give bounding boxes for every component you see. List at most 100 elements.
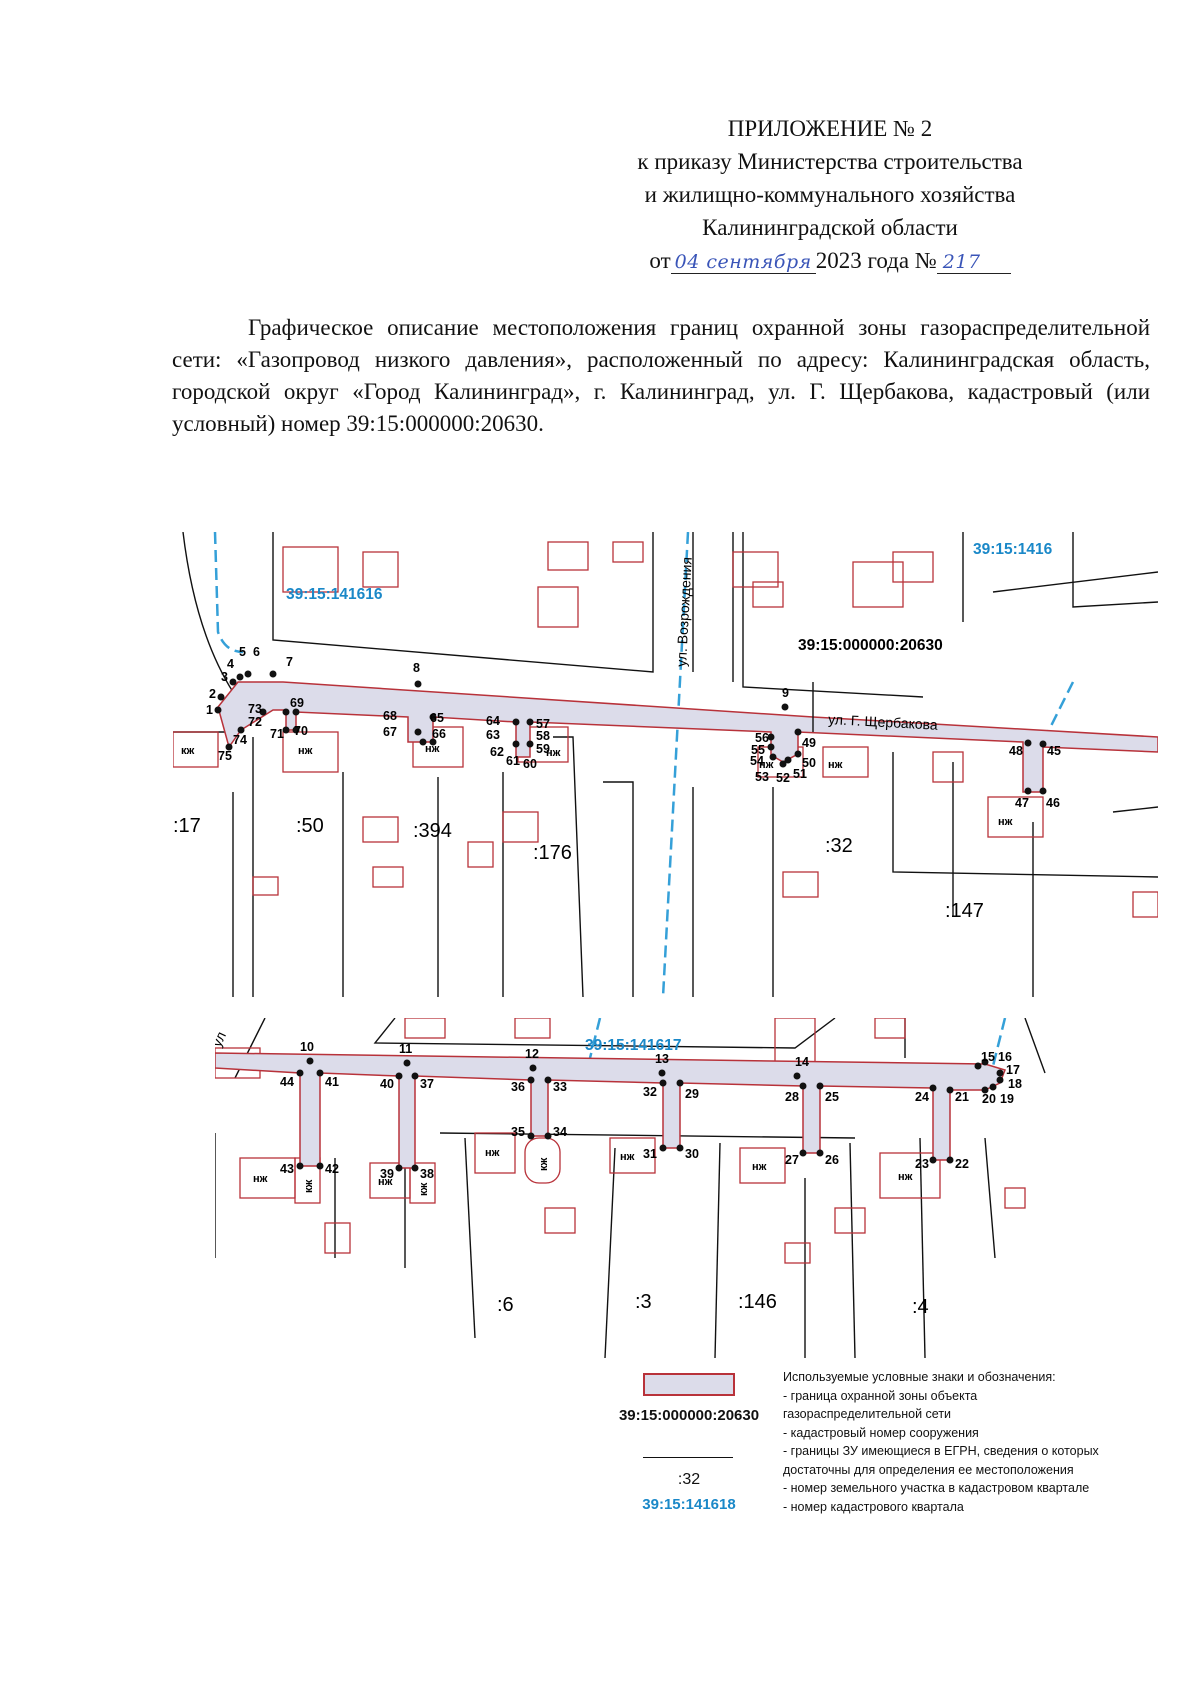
point-label-66: 66: [432, 727, 446, 741]
point-label-33: 33: [553, 1080, 567, 1094]
point-label-62: 62: [490, 745, 504, 759]
point-label-5: 5: [239, 645, 246, 659]
lot-label: :146: [738, 1291, 777, 1313]
document-header: ПРИЛОЖЕНИЕ № 2 к приказу Министерства ст…: [520, 112, 1140, 279]
year-text: 2023 года №: [815, 248, 937, 273]
building-label: кж: [303, 1179, 315, 1193]
point-label-73: 73: [248, 702, 262, 716]
point-label-32: 32: [643, 1085, 657, 1099]
legend-item: достаточны для определения ее местополож…: [783, 1462, 1074, 1477]
point-label-27: 27: [785, 1153, 799, 1167]
lot-label: :17: [173, 815, 201, 837]
quarter-label: 39:15:141616: [286, 586, 383, 603]
lot-label: :176: [533, 842, 572, 864]
point-label-10: 10: [300, 1040, 314, 1054]
point-label-34: 34: [553, 1125, 567, 1139]
point-labels-1: 1 2 3 4 5 6 7 8 9 45 46 47 48 49 50 51 5…: [206, 645, 1061, 810]
legend-cadastral-number-sample: 39:15:000000:20630: [618, 1407, 760, 1424]
street-label-vozrozhdeniya: ул. Возрождения: [673, 557, 695, 668]
point-label-68: 68: [383, 709, 397, 723]
point-label-8: 8: [413, 661, 420, 675]
point-label-39: 39: [380, 1167, 394, 1181]
point-label-69: 69: [290, 696, 304, 710]
point-label-52: 52: [776, 771, 790, 785]
building-label: нж: [898, 1171, 913, 1183]
point-label-17: 17: [1006, 1063, 1020, 1077]
building-label: нж: [485, 1147, 500, 1159]
point-label-59: 59: [536, 742, 550, 756]
point-labels-2: 10 11 12 13 14 15 16 17 18 19 20 21 22 2…: [280, 1040, 1022, 1181]
zone-polygon-1: [217, 681, 1159, 793]
building-label: кж: [418, 1182, 430, 1196]
parcel-boundaries-2: [214, 1017, 1046, 1359]
point-label-70: 70: [294, 724, 308, 738]
point-label-12: 12: [525, 1047, 539, 1061]
point-label-58: 58: [536, 729, 550, 743]
point-label-23: 23: [915, 1157, 929, 1171]
quarter-label: 39:15:141617: [585, 1037, 682, 1054]
map1-svg: 1 2 3 4 5 6 7 8 9 45 46 47 48 49 50 51 5…: [172, 531, 1159, 998]
point-label-46: 46: [1046, 796, 1060, 810]
legend-item: газораспределительной сети: [783, 1407, 952, 1421]
point-label-35: 35: [511, 1125, 525, 1139]
building-label: нж: [546, 747, 561, 759]
lot-labels-1: :17 :50 :394 :176 :32 :147: [173, 815, 984, 922]
point-label-61: 61: [506, 754, 520, 768]
map-fragment-2: 10 11 12 13 14 15 16 17 18 19 20 21 22 2…: [208, 1017, 1120, 1364]
building-label: нж: [998, 816, 1013, 828]
point-label-60: 60: [523, 757, 537, 771]
quarter-label: 39:15:1416: [973, 541, 1053, 558]
from-prefix: от: [649, 248, 671, 273]
point-label-14: 14: [795, 1055, 809, 1069]
map-fragment-1: 1 2 3 4 5 6 7 8 9 45 46 47 48 49 50 51 5…: [172, 531, 1159, 998]
point-label-36: 36: [511, 1080, 525, 1094]
point-label-11: 11: [399, 1042, 412, 1056]
lot-label: :394: [413, 820, 452, 842]
point-label-57: 57: [536, 717, 550, 731]
lot-label: :147: [945, 900, 984, 922]
legend-boundary-symbol: [643, 1457, 733, 1458]
point-label-4: 4: [227, 657, 234, 671]
map2-svg: 10 11 12 13 14 15 16 17 18 19 20 21 22 2…: [208, 1017, 1046, 1359]
building-label: нж: [759, 759, 774, 771]
map-legend: 39:15:000000:20630 :32 39:15:141618 Испо…: [605, 1368, 1165, 1538]
point-label-6: 6: [253, 645, 260, 659]
point-label-30: 30: [685, 1147, 699, 1161]
zone-vertices-2: [296, 1057, 1004, 1172]
appendix-title: ПРИЛОЖЕНИЕ № 2: [727, 116, 933, 141]
point-label-28: 28: [785, 1090, 799, 1104]
point-label-43: 43: [280, 1162, 294, 1176]
point-label-47: 47: [1015, 796, 1029, 810]
point-label-20: 20: [982, 1092, 996, 1106]
point-label-19: 19: [1000, 1092, 1014, 1106]
lot-labels-2: :6 :3 :146 :4: [497, 1291, 929, 1318]
point-label-15: 15: [981, 1050, 995, 1064]
point-label-24: 24: [915, 1090, 929, 1104]
lot-label: :50: [296, 815, 324, 837]
building-label: нж: [752, 1161, 767, 1173]
building-label: нж: [298, 745, 313, 757]
building-label: нж: [253, 1173, 268, 1185]
order-line: к приказу Министерства строительства: [637, 149, 1023, 174]
street-label-shcherbakova: ул. Г. Щербакова: [828, 711, 939, 733]
point-label-48: 48: [1009, 744, 1023, 758]
building-label: нж: [425, 743, 440, 755]
building-labels-1: кж нж нж нж нж нж нж: [181, 743, 1013, 828]
point-label-74: 74: [233, 733, 247, 747]
point-label-37: 37: [420, 1077, 434, 1091]
legend-item: - граница охранной зоны объекта: [783, 1388, 978, 1403]
building-label: кж: [181, 745, 195, 757]
legend-item: - кадастровый номер сооружения: [783, 1425, 979, 1440]
legend-item: - границы ЗУ имеющиеся в ЕГРН, сведения …: [783, 1444, 1099, 1458]
street-label: ул: [215, 1029, 229, 1049]
point-label-44: 44: [280, 1075, 294, 1089]
legend-lot-sample: :32: [677, 1471, 701, 1488]
road-axes-2: [588, 1017, 1007, 1079]
ministry-line: и жилищно-коммунального хозяйства: [644, 182, 1016, 207]
point-label-50: 50: [802, 756, 816, 770]
legend-item: - номер кадастрового квартала: [783, 1499, 964, 1514]
building-label: нж: [828, 759, 843, 771]
legend-item: - номер земельного участка в кадастровом…: [783, 1481, 1090, 1495]
point-label-41: 41: [325, 1075, 339, 1089]
